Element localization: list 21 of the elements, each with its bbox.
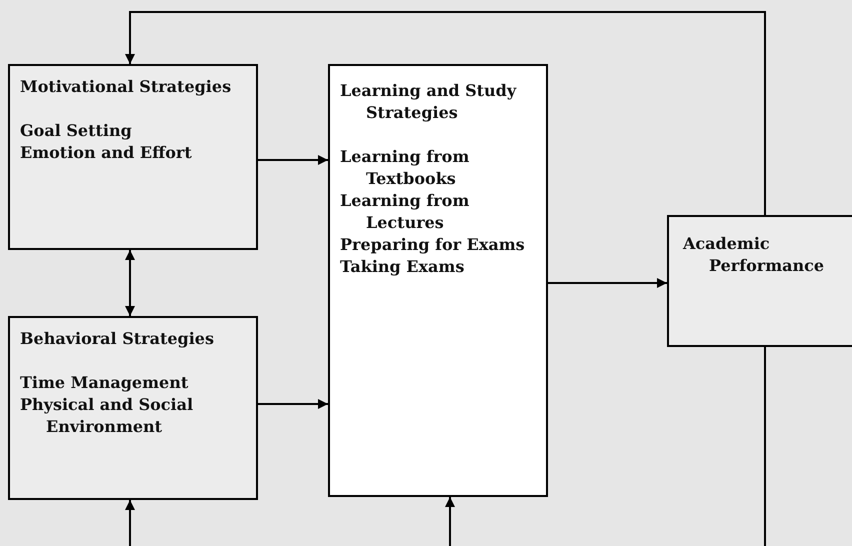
list-item: Physical and Social Environment <box>20 394 194 438</box>
text-box <box>8 64 258 250</box>
list-item: Learning from Textbooks <box>340 146 470 190</box>
box-heading: Motivational Strategies <box>20 76 232 98</box>
list-item: Emotion and Effort <box>20 142 193 164</box>
arrow <box>125 11 766 215</box>
arrow <box>548 278 667 288</box>
arrow <box>258 399 328 409</box>
list-item: Goal Setting <box>20 120 133 142</box>
box-heading: Academic Performance <box>683 233 826 277</box>
box-heading: Behavioral Strategies <box>20 328 215 350</box>
arrow <box>125 250 135 316</box>
list-item: Learning from Lectures <box>340 190 470 234</box>
text-box <box>667 215 852 347</box>
list-item: Taking Exams <box>340 256 466 278</box>
text-box <box>8 316 258 500</box>
arrow <box>258 155 328 165</box>
list-item: Preparing for Exams <box>340 234 526 256</box>
list-item: Time Management <box>20 372 190 394</box>
text-box <box>328 64 548 497</box>
box-heading: Learning and Study Strategies <box>340 80 518 124</box>
